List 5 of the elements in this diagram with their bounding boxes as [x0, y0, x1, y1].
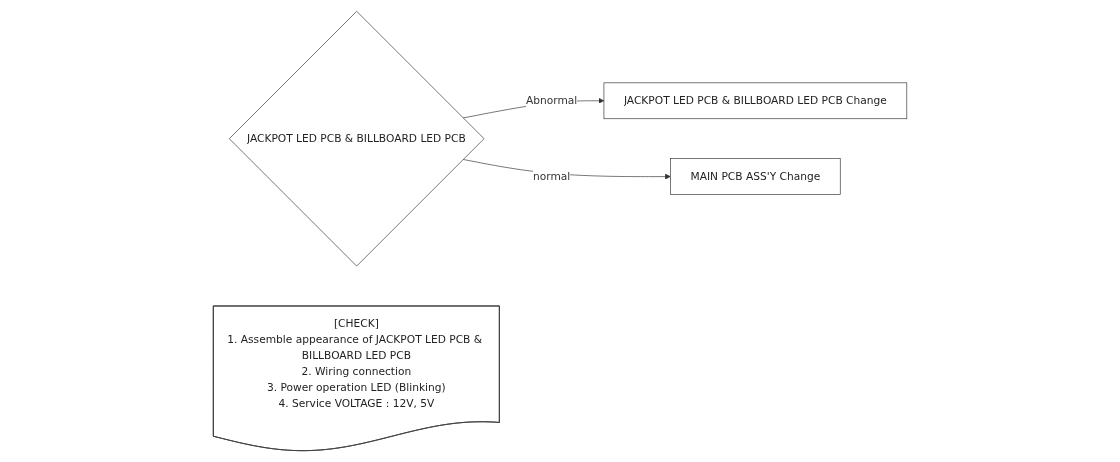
node-box: MAIN PCB ASS'Y Change [670, 158, 841, 195]
edge-label: normal [532, 169, 571, 183]
edge-label: Abnormal [525, 94, 578, 107]
node-box: JACKPOT LED PCB & BILLBOARD LED PCB Change [603, 82, 908, 120]
node-diamond: JACKPOT LED PCB & BILLBOARD LED PCB [228, 11, 485, 267]
